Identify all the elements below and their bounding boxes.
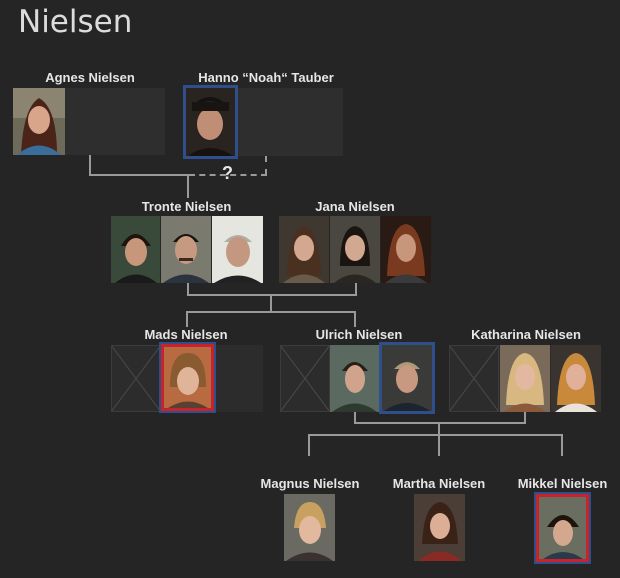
- person-name-tronte: Tronte Nielsen: [141, 199, 232, 214]
- person-name-agnes: Agnes Nielsen: [45, 70, 135, 85]
- connector-line: [438, 424, 440, 436]
- connector-line: [561, 434, 563, 456]
- person-name-mikkel: Mikkel Nielsen: [517, 476, 608, 491]
- person-name-mads: Mads Nielsen: [144, 327, 228, 342]
- portrait-jana-young[interactable]: [279, 216, 329, 283]
- portrait-mads[interactable]: [161, 344, 214, 411]
- connector-line: [308, 434, 563, 436]
- connector-line: [270, 296, 272, 312]
- connector-line: [354, 422, 526, 424]
- connector-line: [355, 283, 357, 296]
- connector-line: [438, 434, 440, 456]
- connector-line: [354, 412, 356, 424]
- connector-line: [186, 311, 356, 313]
- connector-dashed-line: [189, 174, 267, 176]
- person-name-hanno: Hanno “Noah“ Tauber: [198, 70, 334, 85]
- connector-line: [308, 434, 310, 456]
- connector-line: [186, 311, 188, 327]
- portrait-agnes[interactable]: [13, 88, 65, 155]
- person-name-martha: Martha Nielsen: [392, 476, 486, 491]
- person-name-ulrich: Ulrich Nielsen: [315, 327, 403, 342]
- portrait-hanno[interactable]: [183, 85, 238, 159]
- portrait-jana-adult[interactable]: [330, 216, 380, 283]
- connector-line: [354, 311, 356, 327]
- portrait-tronte-young[interactable]: [111, 216, 160, 283]
- portrait-tronte-old[interactable]: [212, 216, 263, 283]
- connector-dashed-line: [265, 156, 267, 175]
- connector-line: [89, 155, 91, 176]
- connector-line: [187, 176, 189, 198]
- page-title: Nielsen: [18, 4, 133, 40]
- portrait-ulrich-adult[interactable]: [379, 342, 435, 414]
- portrait-martha[interactable]: [414, 494, 465, 561]
- portrait-tronte-adult[interactable]: [161, 216, 211, 283]
- connector-line: [187, 294, 357, 296]
- portrait-mikkel[interactable]: [536, 494, 589, 562]
- connector-line: [89, 174, 189, 176]
- connector-line: [524, 412, 526, 424]
- person-name-jana: Jana Nielsen: [315, 199, 395, 214]
- portrait-ulrich-young[interactable]: [330, 345, 379, 412]
- portrait-katharina-young[interactable]: [500, 345, 550, 412]
- connector-line: [187, 283, 189, 296]
- uncertain-parentage-marker: ?: [222, 163, 233, 183]
- person-name-katharina: Katharina Nielsen: [471, 327, 581, 342]
- portrait-katharina-adult[interactable]: [551, 345, 601, 412]
- portrait-jana-old[interactable]: [381, 216, 431, 283]
- person-name-magnus: Magnus Nielsen: [260, 476, 360, 491]
- portrait-magnus[interactable]: [284, 494, 335, 561]
